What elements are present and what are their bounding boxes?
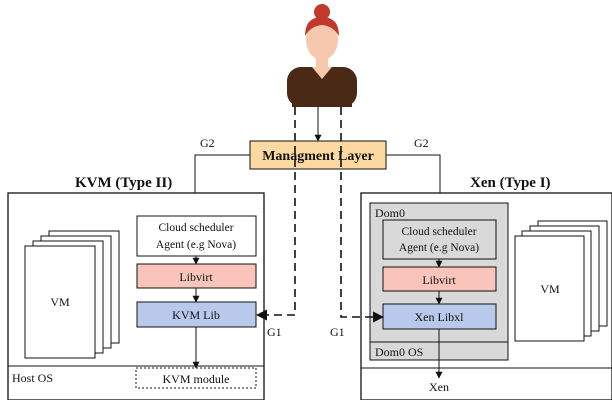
kvm-scheduler-line1: Cloud scheduler — [158, 222, 233, 234]
xen-bottom-label: Xen — [429, 380, 449, 394]
xen-lib-label: Xen Libxl — [415, 310, 465, 324]
kvm-title: KVM (Type II) — [75, 175, 172, 191]
xen-vm-stack[interactable]: VM — [514, 220, 608, 342]
management-layer-label: Managment Layer — [262, 149, 374, 164]
kvm-module-label: KVM module — [163, 372, 230, 386]
xen-vm-label: VM — [540, 282, 560, 296]
kvm-libvirt-label: Libvirt — [179, 270, 213, 284]
g1-left-label: G1 — [267, 325, 282, 339]
xen-dom0-label: Dom0 — [375, 206, 405, 220]
xen-scheduler-line2: Agent (e.g Nova) — [399, 242, 479, 254]
kvm-lib-box[interactable]: KVM Lib — [136, 301, 257, 328]
kvm-lib-label: KVM Lib — [172, 308, 220, 322]
kvm-host-os-label: Host OS — [12, 371, 53, 385]
kvm-vm-stack[interactable]: VM — [24, 230, 120, 359]
xen-scheduler-box[interactable]: Cloud scheduler Agent (e.g Nova) — [382, 219, 497, 260]
kvm-libvirt-box[interactable]: Libvirt — [136, 263, 257, 289]
kvm-scheduler-box[interactable]: Cloud scheduler Agent (e.g Nova) — [136, 215, 257, 257]
g1-right-label: G1 — [330, 325, 345, 339]
user-avatar-icon — [287, 4, 357, 107]
g1-left-arrow — [255, 107, 296, 321]
xen-title: Xen (Type I) — [470, 175, 551, 191]
xen-scheduler-line1: Cloud scheduler — [401, 226, 476, 238]
xen-lib-box[interactable]: Xen Libxl — [382, 303, 497, 330]
xen-dom0-os-label: Dom0 OS — [375, 345, 423, 359]
g1-right-arrow — [340, 107, 385, 323]
g2-left-label: G2 — [200, 136, 215, 150]
kvm-vm-label: VM — [50, 295, 70, 309]
kvm-scheduler-line2: Agent (e.g Nova) — [156, 239, 236, 251]
xen-libvirt-box[interactable]: Libvirt — [382, 266, 497, 292]
g2-right-label: G2 — [414, 136, 429, 150]
kvm-module-box[interactable]: KVM module — [135, 367, 257, 389]
xen-libvirt-label: Libvirt — [422, 273, 456, 287]
management-layer-box[interactable]: Managment Layer — [249, 140, 387, 170]
